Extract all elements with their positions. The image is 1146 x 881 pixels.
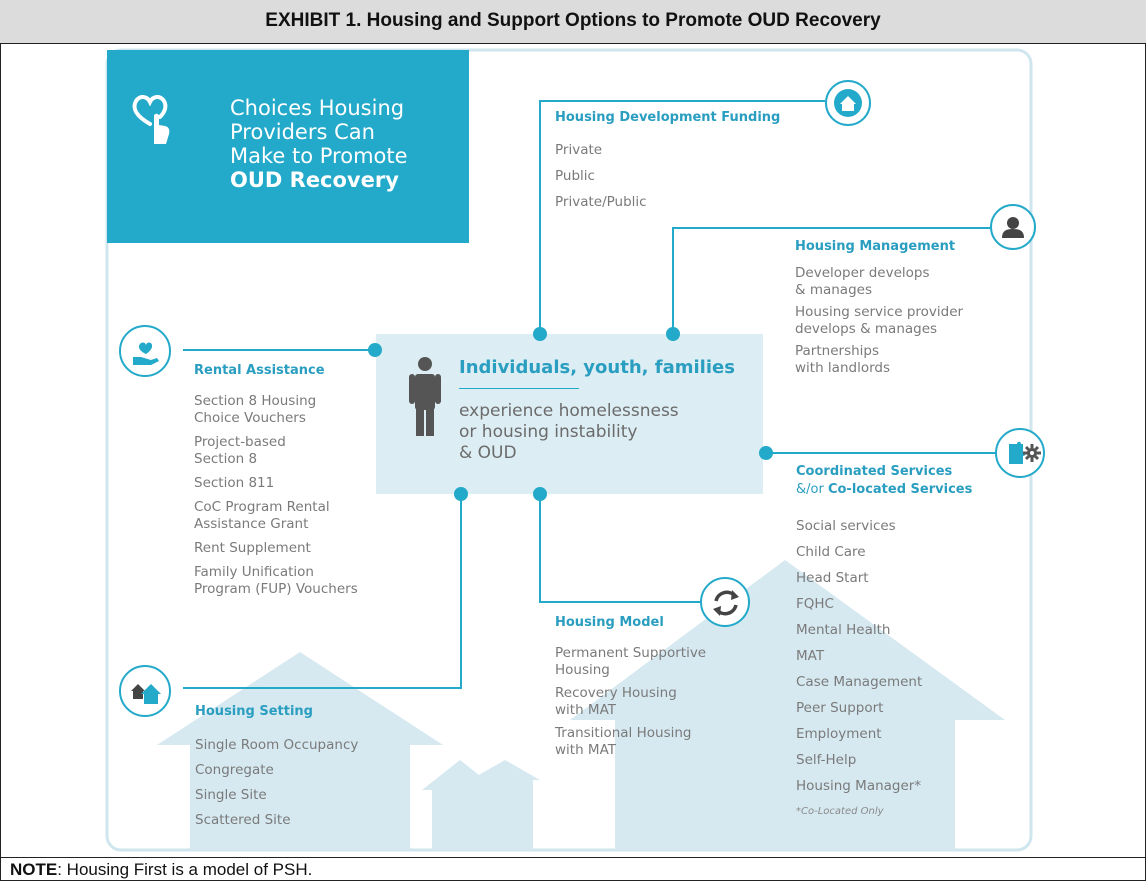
list-item: Section 8 bbox=[194, 451, 258, 467]
center-box bbox=[376, 334, 763, 494]
list-item: Rent Supplement bbox=[194, 540, 311, 556]
list-item: Assistance Grant bbox=[194, 516, 309, 532]
list-item: Head Start bbox=[796, 570, 869, 586]
list-item: Case Management bbox=[796, 674, 923, 690]
connector-dot bbox=[533, 327, 547, 341]
list-item: Private bbox=[555, 142, 603, 158]
footer-note: NOTE: Housing First is a model of PSH. bbox=[10, 860, 312, 880]
list-item: Housing bbox=[555, 662, 610, 678]
title-line-4: OUD Recovery bbox=[230, 168, 399, 192]
person-icon bbox=[990, 204, 1036, 250]
list-item: FQHC bbox=[796, 596, 834, 612]
center-line-3: & OUD bbox=[459, 443, 517, 463]
list-item: CoC Program Rental bbox=[194, 499, 330, 515]
list-item: Recovery Housing bbox=[555, 685, 677, 701]
list-item: Choice Vouchers bbox=[194, 410, 306, 426]
exhibit-title: EXHIBIT 1. Housing and Support Options t… bbox=[0, 0, 1146, 44]
model-heading: Housing Model bbox=[555, 615, 664, 630]
connector-dot bbox=[666, 327, 680, 341]
person-figure-icon bbox=[409, 357, 441, 436]
list-item: with landlords bbox=[795, 360, 891, 376]
heart-hand-icon bbox=[128, 90, 174, 144]
center-line-1: experience homelessness bbox=[459, 401, 679, 421]
list-item: Child Care bbox=[796, 544, 866, 560]
list-item: Peer Support bbox=[796, 700, 884, 716]
list-item: with MAT bbox=[555, 742, 617, 758]
setting-list: Single Room Occupancy Congregate Single … bbox=[195, 733, 358, 833]
development-funding-heading: Housing Development Funding bbox=[555, 110, 781, 125]
list-item: Transitional Housing bbox=[555, 725, 692, 741]
list-item: with MAT bbox=[555, 702, 617, 718]
house-icon bbox=[825, 80, 871, 126]
list-item: develops & manages bbox=[795, 321, 938, 337]
list-item: Housing service provider bbox=[795, 304, 964, 320]
coordinated-subheading-prefix: &/or bbox=[796, 482, 828, 497]
connector-dot bbox=[533, 487, 547, 501]
coordinated-list: Social services Child Care Head Start FQ… bbox=[796, 513, 922, 799]
connector-lines bbox=[183, 100, 1000, 689]
title-line-2: Providers Can bbox=[230, 120, 375, 144]
connector-dot bbox=[368, 343, 382, 357]
model-list: Permanent Supportive Housing Recovery Ho… bbox=[555, 645, 706, 759]
list-item: Single Room Occupancy bbox=[195, 737, 359, 753]
rental-heading: Rental Assistance bbox=[194, 363, 325, 378]
title-line-1: Choices Housing bbox=[230, 96, 405, 120]
coordinated-subheading-strong: Co-located Services bbox=[827, 482, 973, 497]
list-item: & manages bbox=[795, 282, 872, 298]
list-item: Mental Health bbox=[796, 622, 891, 638]
refresh-icon bbox=[700, 577, 750, 627]
connector-dot bbox=[759, 446, 773, 460]
note-label: NOTE bbox=[10, 860, 58, 879]
list-item: Section 811 bbox=[194, 475, 275, 491]
list-item: Public bbox=[555, 168, 595, 184]
list-item: Program (FUP) Vouchers bbox=[194, 581, 358, 597]
connector-dot bbox=[454, 487, 468, 501]
list-item: Section 8 Housing bbox=[194, 393, 317, 409]
list-item: MAT bbox=[796, 648, 825, 664]
puzzle-gear-icon bbox=[995, 428, 1045, 478]
development-funding-list: Private Public Private/Public bbox=[555, 137, 647, 215]
footer-divider bbox=[0, 857, 1146, 858]
center-description: experience homelessness or housing insta… bbox=[459, 401, 679, 464]
rental-list: Section 8 Housing Choice Vouchers Projec… bbox=[194, 393, 358, 598]
list-item: Partnerships bbox=[795, 343, 880, 359]
house-silhouettes bbox=[157, 560, 1005, 850]
list-item: Employment bbox=[796, 726, 882, 742]
management-heading: Housing Management bbox=[795, 239, 956, 254]
list-item: Scattered Site bbox=[195, 812, 291, 828]
list-item: Private/Public bbox=[555, 194, 647, 210]
list-item: Family Unification bbox=[194, 564, 314, 580]
list-item: Congregate bbox=[195, 762, 274, 778]
title-line-3: Make to Promote bbox=[230, 144, 408, 168]
coordinated-heading: Coordinated Services bbox=[796, 464, 953, 479]
list-item: Social services bbox=[796, 518, 896, 534]
list-item: Single Site bbox=[195, 787, 267, 803]
center-line-2: or housing instability bbox=[459, 422, 638, 442]
title-panel-text: Choices Housing Providers Can Make to Pr… bbox=[230, 96, 460, 192]
center-heading: Individuals, youth, families bbox=[459, 357, 735, 378]
list-item: Housing Manager* bbox=[796, 778, 922, 794]
list-item: Self-Help bbox=[796, 752, 857, 768]
title-panel bbox=[107, 50, 469, 243]
coordinated-footnote: *Co-Located Only bbox=[796, 806, 884, 817]
management-list: Developer develops & manages Housing ser… bbox=[795, 265, 963, 377]
note-text: : Housing First is a model of PSH. bbox=[57, 860, 313, 879]
coordinated-subheading: &/or Co-located Services bbox=[796, 482, 972, 497]
center-divider bbox=[459, 388, 579, 389]
list-item: Project-based bbox=[194, 434, 286, 450]
houses-icon bbox=[119, 665, 171, 717]
setting-heading: Housing Setting bbox=[195, 704, 313, 719]
list-item: Permanent Supportive bbox=[555, 645, 707, 661]
hand-heart-icon bbox=[119, 325, 171, 377]
list-item: Developer develops bbox=[795, 265, 930, 281]
